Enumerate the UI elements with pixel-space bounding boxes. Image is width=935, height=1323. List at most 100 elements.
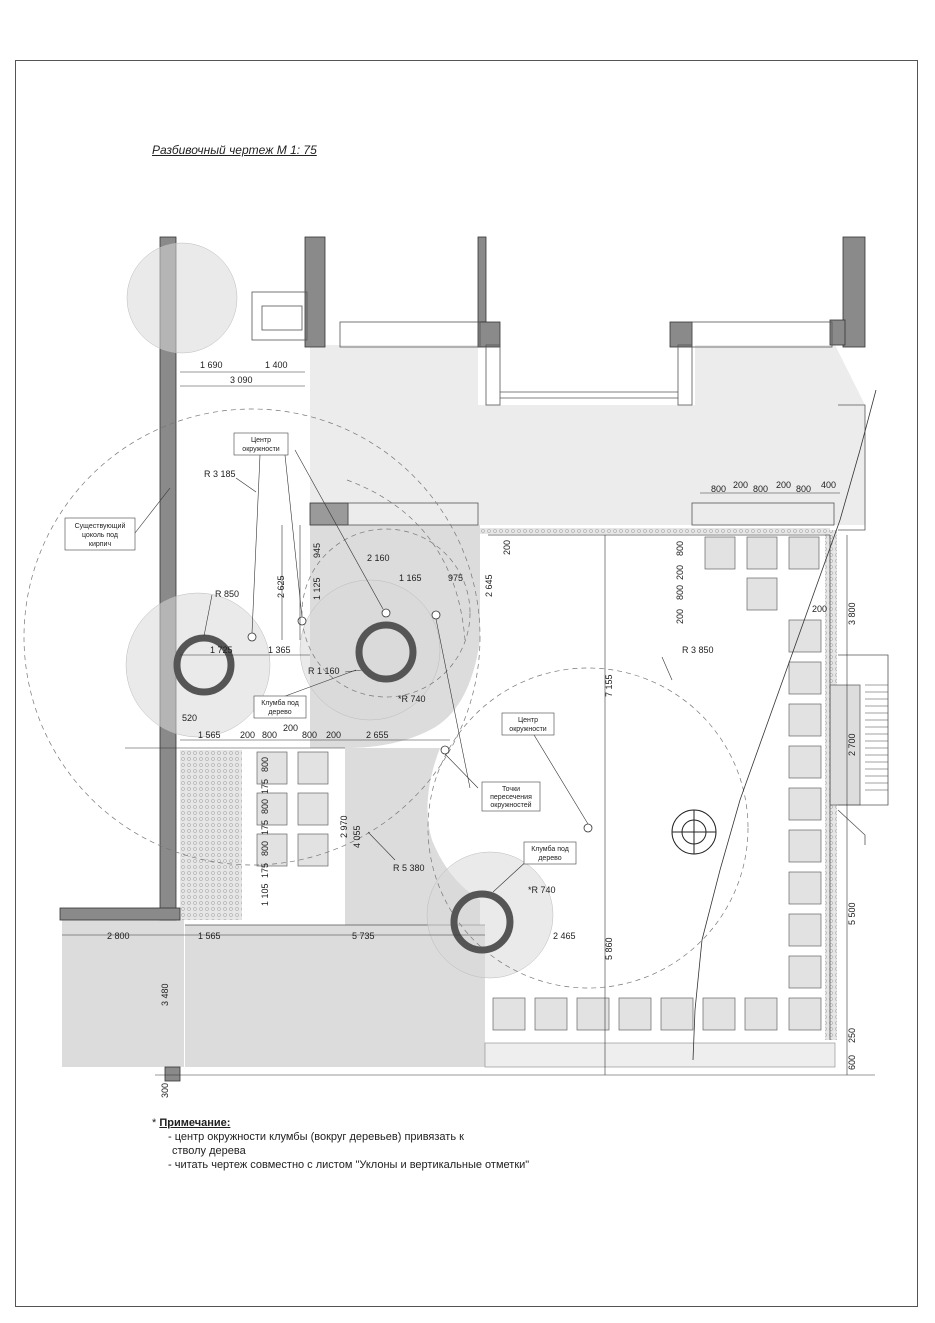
- vertical-dimensions: 945 2 625 1 125 2 645 200 800 200 800 20…: [160, 540, 857, 1098]
- callout-center-2: Центр окружности: [501, 712, 555, 736]
- svg-text:7 155: 7 155: [604, 674, 614, 697]
- svg-text:200: 200: [812, 604, 827, 614]
- svg-text:5 735: 5 735: [352, 931, 375, 941]
- note-line-3: - читать чертеж совместно с листом "Укло…: [168, 1159, 530, 1171]
- svg-text:4 055: 4 055: [352, 825, 362, 848]
- callout-plinth: Существующий цоколь под кирпич: [64, 517, 136, 551]
- svg-text:1 365: 1 365: [268, 645, 291, 655]
- svg-text:1 165: 1 165: [399, 573, 422, 583]
- svg-text:800: 800: [260, 841, 270, 856]
- svg-text:300: 300: [160, 1083, 170, 1098]
- svg-text:2 645: 2 645: [484, 574, 494, 597]
- svg-text:200: 200: [240, 730, 255, 740]
- svg-text:800: 800: [796, 484, 811, 494]
- radius-r5380: R 5 380: [393, 863, 425, 873]
- svg-text:2 970: 2 970: [339, 815, 349, 838]
- tree-canopies: [125, 242, 554, 979]
- svg-text:2 160: 2 160: [367, 553, 390, 563]
- building-walls: [59, 236, 866, 1082]
- svg-text:1 105: 1 105: [260, 883, 270, 906]
- callout-bed-2: Клумба под дерево: [523, 841, 577, 865]
- svg-text:800: 800: [711, 484, 726, 494]
- svg-text:200: 200: [733, 480, 748, 490]
- svg-text:975: 975: [448, 573, 463, 583]
- svg-text:2 625: 2 625: [276, 575, 286, 598]
- svg-text:дерево: дерево: [538, 855, 561, 862]
- svg-text:800: 800: [260, 799, 270, 814]
- svg-text:Клумба под: Клумба под: [261, 699, 299, 707]
- svg-text:3 800: 3 800: [847, 602, 857, 625]
- svg-text:кирпич: кирпич: [89, 541, 112, 548]
- light-chain: [692, 389, 877, 1061]
- svg-text:945: 945: [312, 543, 322, 558]
- svg-text:Центр: Центр: [251, 437, 271, 444]
- drawing-title: Разбивочный чертеж М 1: 75: [152, 143, 317, 157]
- radius-labels: R 3 185 R 850 R 1 160 *R 740 R 3 850 R 5…: [204, 469, 714, 895]
- svg-text:800: 800: [675, 585, 685, 600]
- svg-text:Клумба под: Клумба под: [531, 845, 569, 853]
- note-line-1: - центр окружности клумбы (вокруг деревь…: [168, 1131, 464, 1143]
- svg-text:800: 800: [675, 541, 685, 556]
- svg-text:пересечения: пересечения: [490, 794, 532, 801]
- svg-text:200: 200: [326, 730, 341, 740]
- svg-text:окружности: окружности: [509, 726, 546, 733]
- svg-text:2 800: 2 800: [107, 931, 130, 941]
- svg-text:Центр: Центр: [518, 717, 538, 724]
- svg-text:800: 800: [753, 484, 768, 494]
- svg-text:175: 175: [260, 863, 270, 878]
- notes-block: * Примечание: - центр окружности клумбы …: [152, 1116, 529, 1172]
- svg-text:800: 800: [262, 730, 277, 740]
- svg-text:520: 520: [182, 713, 197, 723]
- svg-text:175: 175: [260, 779, 270, 794]
- sheet-frame: [15, 60, 918, 1307]
- svg-text:800: 800: [302, 730, 317, 740]
- svg-text:200: 200: [283, 723, 298, 733]
- svg-text:цоколь под: цоколь под: [82, 532, 118, 539]
- svg-text:1 725: 1 725: [210, 645, 233, 655]
- svg-text:Точки: Точки: [502, 786, 520, 793]
- svg-text:200: 200: [675, 565, 685, 580]
- svg-text:175: 175: [260, 820, 270, 835]
- radius-r1160: R 1 160: [308, 666, 340, 676]
- svg-text:2 465: 2 465: [553, 931, 576, 941]
- svg-text:2 655: 2 655: [366, 730, 389, 740]
- svg-text:окружности: окружности: [242, 446, 279, 453]
- tree-bed-rings: [173, 621, 514, 954]
- paving-slabs: [256, 536, 822, 1031]
- callout-center-1: Центр окружности: [233, 432, 289, 456]
- feature-tree: [671, 809, 717, 855]
- construction-circles: [23, 408, 749, 989]
- radius-r3185: R 3 185: [204, 469, 236, 479]
- svg-text:Существующий: Существующий: [75, 522, 126, 530]
- radius-r740-b: *R 740: [528, 885, 556, 895]
- svg-text:250: 250: [847, 1028, 857, 1043]
- svg-text:1 565: 1 565: [198, 730, 221, 740]
- callout-intersections: Точки пересечения окружностей: [481, 781, 541, 812]
- svg-text:3 090: 3 090: [230, 375, 253, 385]
- svg-text:2 700: 2 700: [847, 733, 857, 756]
- dimension-lines: [62, 371, 875, 1076]
- svg-text:окружностей: окружностей: [490, 801, 531, 809]
- radius-r850: R 850: [215, 589, 239, 599]
- svg-text:200: 200: [502, 540, 512, 555]
- svg-text:200: 200: [675, 609, 685, 624]
- note-line-2: стволу дерева: [172, 1145, 246, 1157]
- svg-text:1 125: 1 125: [312, 577, 322, 600]
- svg-text:200: 200: [776, 480, 791, 490]
- svg-text:1 565: 1 565: [198, 931, 221, 941]
- svg-text:дерево: дерево: [268, 709, 291, 716]
- stairs: [865, 684, 888, 791]
- radius-r3850: R 3 850: [682, 645, 714, 655]
- svg-text:400: 400: [821, 480, 836, 490]
- leader-lines: [134, 449, 673, 893]
- horizontal-dimensions: 1 690 1 400 3 090 800 200 800 200 800 40…: [107, 360, 836, 941]
- callout-bed-1: Клумба под дерево: [253, 695, 307, 719]
- svg-text:5 500: 5 500: [847, 902, 857, 925]
- centre-markers: [247, 608, 593, 833]
- svg-text:1 690: 1 690: [200, 360, 223, 370]
- svg-text:3 480: 3 480: [160, 983, 170, 1006]
- svg-text:600: 600: [847, 1055, 857, 1070]
- notes-heading: * Примечание:: [152, 1117, 231, 1129]
